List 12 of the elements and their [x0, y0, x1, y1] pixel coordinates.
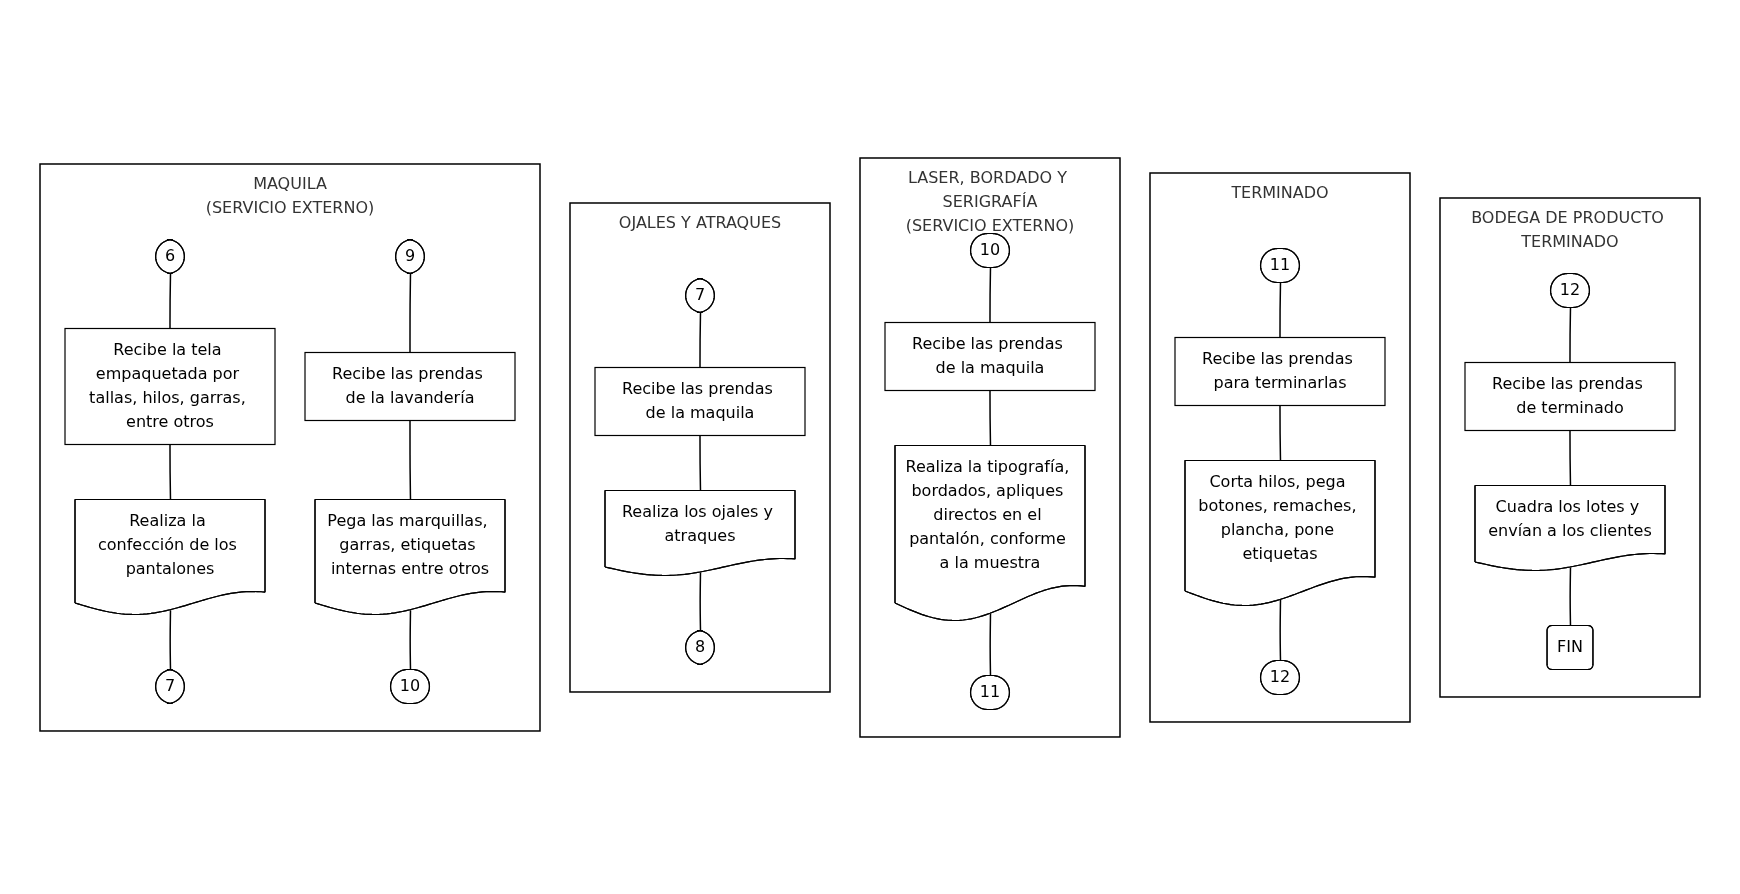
node-box: Recibe las prendas de terminado [1464, 361, 1676, 431]
connector [699, 311, 702, 368]
connector [169, 272, 172, 329]
node-box: Recibe las prendas de la lavandería [304, 351, 516, 421]
node-box: Recibe las prendas de la maquila [594, 366, 806, 436]
connector [1569, 306, 1572, 363]
node-box: Recibe las prendas para terminarlas [1174, 336, 1386, 406]
node-box: Recibe la tela empaquetada por tallas, hilos, garras, entre otros [64, 327, 276, 445]
connector [989, 266, 992, 323]
connector [1279, 281, 1282, 338]
connector [409, 272, 412, 353]
node-box: Recibe las prendas de la maquila [884, 321, 1096, 391]
